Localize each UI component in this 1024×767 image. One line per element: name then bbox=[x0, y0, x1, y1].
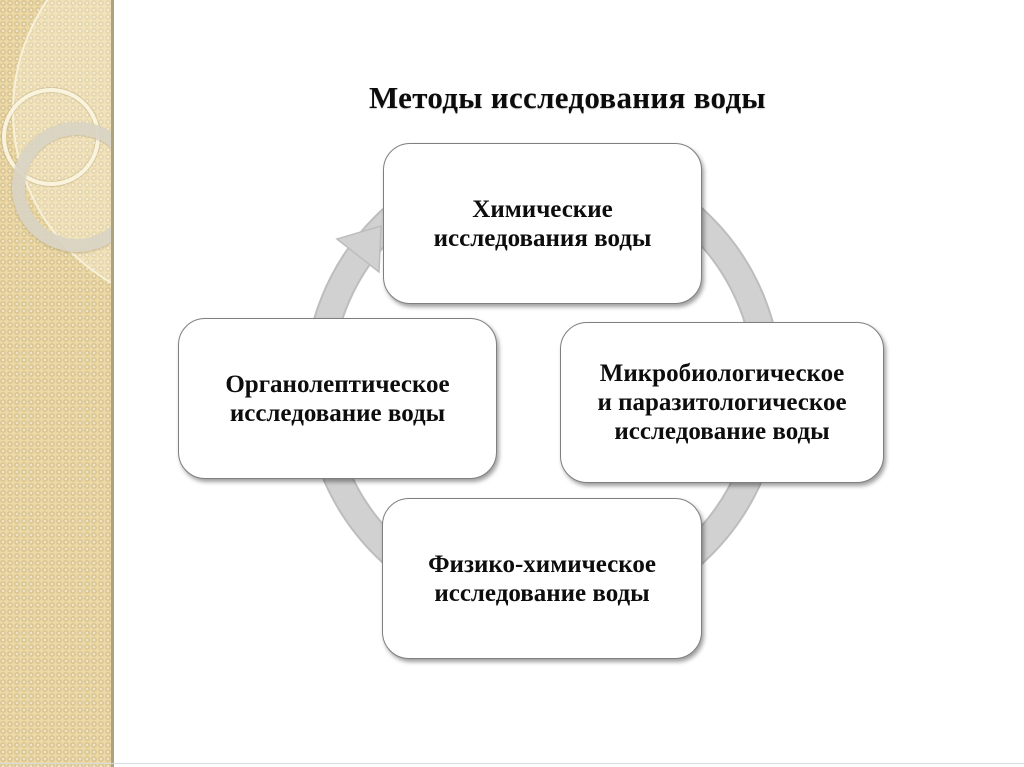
node-organoleptic-research: Органолептическое исследование воды bbox=[178, 318, 497, 479]
node-microbiological-research: Микробиологическое и паразитологическое … bbox=[560, 322, 884, 483]
slide-bottom-edge bbox=[0, 763, 1024, 764]
node-label: Физико-химическое исследование воды bbox=[428, 550, 656, 607]
sidebar-decoration bbox=[0, 0, 114, 767]
node-label: Микробиологическое и паразитологическое … bbox=[597, 360, 847, 445]
node-label: Органолептическое исследование воды bbox=[225, 370, 450, 427]
node-chemical-research: Химические исследования воды bbox=[383, 143, 702, 304]
slide-title: Методы исследования воды bbox=[369, 80, 766, 115]
node-physico-chemical-research: Физико-химическое исследование воды bbox=[382, 498, 702, 659]
cycle-arrow-head-icon bbox=[335, 224, 382, 274]
node-label: Химические исследования воды bbox=[433, 195, 652, 252]
